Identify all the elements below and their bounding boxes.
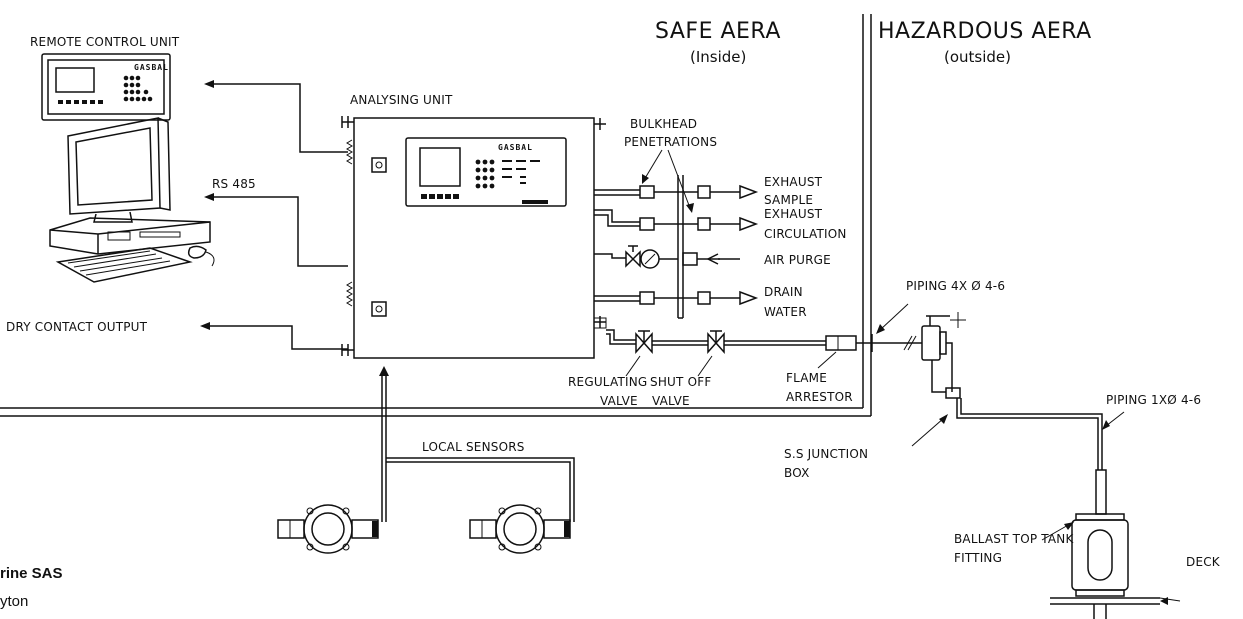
link-dry-contact [200, 322, 348, 350]
drain-label-line1: DRAIN [764, 285, 803, 299]
ballast-label-line1: BALLAST TOP TANK [954, 532, 1074, 546]
shutoff-pointer [697, 355, 713, 377]
bulkhead-label-line2: PENETRATIONS [624, 135, 717, 149]
link-to-remote [204, 80, 348, 153]
regulating-valve-line2: VALVE [600, 394, 638, 408]
deck-pointer [1159, 597, 1181, 605]
exhaust-sample-line1: EXHAUST [764, 175, 823, 189]
pipe-manifold [594, 175, 900, 354]
dry-contact-label: DRY CONTACT OUTPUT [6, 320, 148, 334]
analysing-unit: GASBAL [341, 116, 607, 359]
flame-arrestor-line2: ARRESTOR [786, 390, 853, 404]
piping-1x-pointer [1102, 411, 1125, 430]
computer-icon [49, 117, 215, 283]
company-name: rine SAS [0, 565, 63, 582]
remote-control-unit-label: REMOTE CONTROL UNIT [30, 35, 180, 49]
flame-arrestor-pointer [817, 351, 837, 369]
bulkhead-label-line1: BULKHEAD [630, 117, 697, 131]
exhaust-circulation-line2: CIRCULATION [764, 227, 847, 241]
hazardous-area-title: HAZARDOUS AERA [878, 19, 1092, 44]
piping-1x-label: PIPING 1XØ 4-6 [1106, 393, 1201, 407]
company-city: yton [0, 593, 28, 610]
piping-4x-label: PIPING 4X Ø 4-6 [906, 279, 1005, 293]
remote-unit-logo: GASBAL [134, 63, 169, 72]
sensor-left [277, 504, 379, 554]
link-rs485 [204, 193, 348, 267]
exhaust-sample-line2: SAMPLE [764, 193, 813, 207]
hazardous-area-subtitle: (outside) [944, 48, 1011, 66]
sensor-right [469, 504, 571, 554]
ballast-pointer [1041, 522, 1074, 541]
regulating-pointer [625, 355, 641, 377]
remote-control-unit: GASBAL [41, 53, 171, 121]
junction-box-line1: S.S JUNCTION [784, 447, 868, 461]
junction-box-line2: BOX [784, 466, 810, 480]
drain-label-line2: WATER [764, 305, 807, 319]
deck-label: DECK [1186, 555, 1221, 569]
air-purge-label: AIR PURGE [764, 253, 831, 267]
rs485-label: RS 485 [212, 177, 256, 191]
analyser-logo: GASBAL [498, 143, 533, 152]
sensor-link-lines [379, 366, 575, 522]
exhaust-circulation-line1: EXHAUST [764, 207, 823, 221]
analysing-unit-label: ANALYSING UNIT [350, 93, 453, 107]
flame-arrestor-line1: FLAME [786, 371, 827, 385]
local-sensors-label: LOCAL SENSORS [422, 440, 525, 454]
ballast-label-line2: FITTING [954, 551, 1002, 565]
shutoff-valve-line2: VALVE [652, 394, 690, 408]
ballast-tank-fitting [1050, 469, 1160, 619]
shutoff-valve-line1: SHUT OFF [650, 375, 711, 389]
piping-4x-pointer [876, 303, 909, 334]
junction-box-pointer [911, 414, 948, 447]
safe-area-title: SAFE AERA [655, 19, 781, 44]
hazardous-piping [900, 312, 1103, 470]
regulating-valve-line1: REGULATING [568, 375, 647, 389]
safe-area-subtitle: (Inside) [690, 48, 746, 66]
bulkhead-pointer-arrows [642, 149, 694, 213]
